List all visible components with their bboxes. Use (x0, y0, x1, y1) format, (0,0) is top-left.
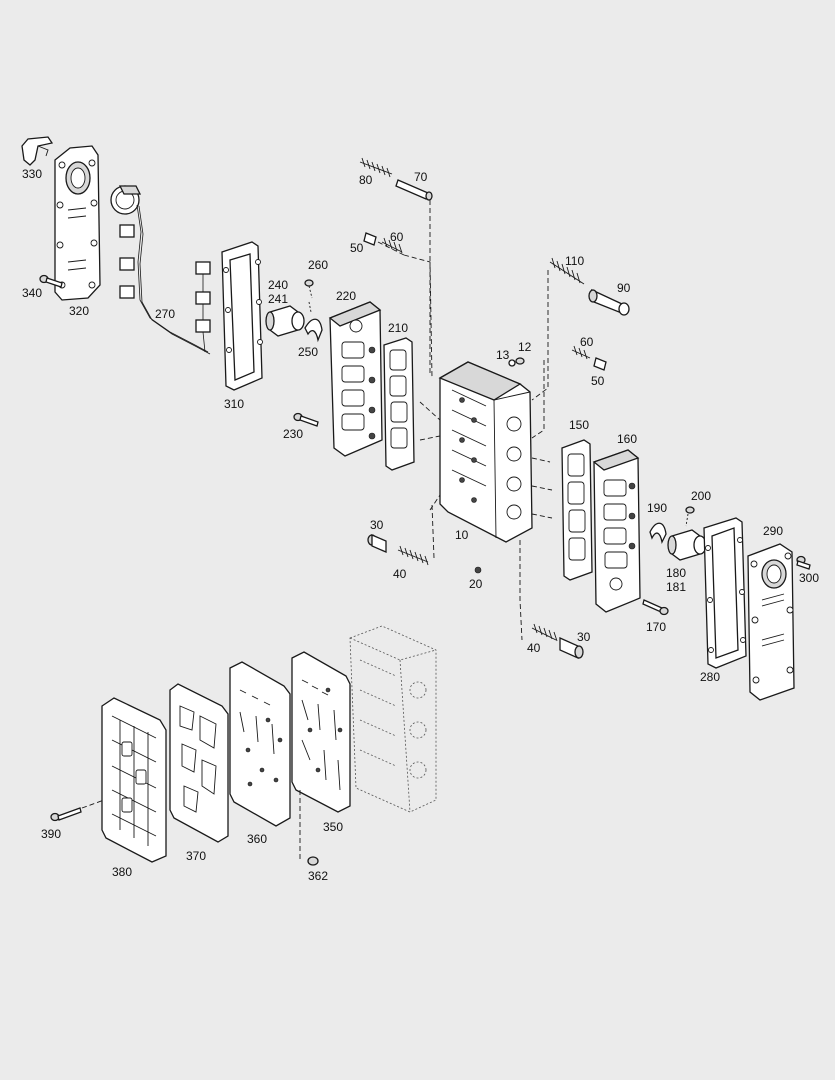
part-80-spring (359, 157, 393, 178)
callout-250: 250 (298, 345, 318, 359)
callout-220: 220 (336, 289, 356, 303)
part-40-spring (397, 545, 429, 566)
callout-12: 12 (518, 340, 532, 354)
callout-320: 320 (69, 304, 89, 318)
part-380-intermediate-plate (101, 697, 167, 863)
callout-30a: 30 (370, 518, 384, 532)
callout-190: 190 (647, 501, 667, 515)
callout-300: 300 (799, 571, 819, 585)
part-180-181-solenoid-valve (667, 529, 707, 561)
callout-40a: 40 (393, 567, 407, 581)
part-60-spring (381, 237, 403, 254)
part-12-13-plug-and-ring (508, 357, 525, 367)
part-10-valve-body (438, 361, 533, 543)
part-350-ghost-valve-body (349, 625, 437, 813)
part-170-screw (642, 599, 669, 616)
callout-70: 70 (414, 170, 428, 184)
callout-360: 360 (247, 832, 267, 846)
callout-280: 280 (700, 670, 720, 684)
part-370-gasket (169, 683, 229, 843)
callout-10: 10 (455, 528, 469, 542)
part-270-wiring-harness (110, 185, 211, 355)
callout-labels: 330 320 340 270 310 240 241 260 220 250 … (22, 167, 819, 883)
part-50-plug (363, 232, 377, 246)
part-220-valve-housing (328, 301, 383, 457)
callout-150: 150 (569, 418, 589, 432)
part-210-gasket (383, 337, 415, 471)
part-362-plug (307, 856, 319, 866)
callout-160: 160 (617, 432, 637, 446)
part-310-gasket (221, 241, 263, 391)
part-240-241-solenoid-valve (265, 305, 305, 337)
part-90-piston (588, 288, 630, 316)
part-50-plug-right (593, 357, 607, 371)
callout-241: 241 (268, 292, 288, 306)
part-110-spring (549, 257, 585, 285)
callout-370: 370 (186, 849, 206, 863)
callout-230: 230 (283, 427, 303, 441)
callout-290: 290 (763, 524, 783, 538)
callout-200: 200 (691, 489, 711, 503)
part-350-separator-plate (291, 651, 351, 860)
callout-340: 340 (22, 286, 42, 300)
part-280-gasket (703, 517, 747, 669)
part-340-screw (39, 274, 63, 288)
assembly-line (377, 200, 441, 559)
part-290-cover-plate (747, 543, 795, 701)
callout-310: 310 (224, 397, 244, 411)
callout-240: 240 (268, 278, 288, 292)
callout-350: 350 (323, 820, 343, 834)
callout-270: 270 (155, 307, 175, 321)
assembly-line (531, 457, 553, 519)
callout-181: 181 (666, 580, 686, 594)
callout-180: 180 (666, 566, 686, 580)
part-150-gasket (561, 439, 593, 581)
part-40-spring-lower (531, 623, 558, 642)
part-320-cover-plate (54, 145, 101, 301)
callout-362: 362 (308, 869, 328, 883)
callout-90: 90 (617, 281, 631, 295)
callout-210: 210 (388, 321, 408, 335)
callout-40b: 40 (527, 641, 541, 655)
callout-110: 110 (565, 254, 584, 268)
part-60-spring-right (571, 345, 591, 360)
part-30-piston (367, 534, 387, 553)
callout-80: 80 (359, 173, 373, 187)
callout-390: 390 (41, 827, 61, 841)
assembly-line (519, 270, 549, 641)
callout-60b: 60 (580, 335, 594, 349)
callout-50b: 50 (591, 374, 605, 388)
callout-13: 13 (496, 348, 510, 362)
callout-380: 380 (112, 865, 132, 879)
callout-60a: 60 (390, 230, 404, 244)
part-70-piston (395, 179, 433, 201)
callout-20: 20 (469, 577, 483, 591)
callout-260: 260 (308, 258, 328, 272)
part-360-separator-plate (229, 661, 291, 827)
part-260-plug (304, 279, 314, 313)
callout-50a: 50 (350, 241, 364, 255)
callout-30b: 30 (577, 630, 591, 644)
part-20-ball (474, 566, 482, 574)
part-300-screw (796, 555, 811, 570)
part-330-retaining-clip (21, 136, 54, 166)
part-230-screw (293, 412, 319, 427)
part-390-screw (50, 799, 105, 822)
part-200-plug (685, 506, 695, 527)
part-190-spring-clip (649, 522, 667, 544)
part-250-spring-clip (304, 318, 323, 343)
part-160-valve-housing (592, 449, 641, 613)
callout-330: 330 (22, 167, 42, 181)
part-30-piston-lower (559, 636, 584, 660)
callout-170: 170 (646, 620, 666, 634)
